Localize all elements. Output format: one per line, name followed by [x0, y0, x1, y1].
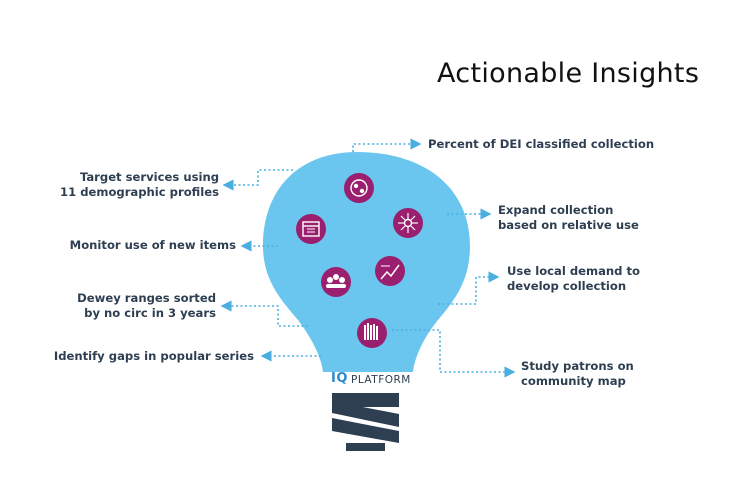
- connector-demand: [438, 271, 500, 305]
- network-icon: [393, 208, 423, 238]
- books-icon: [357, 318, 387, 348]
- globe-people-icon: [344, 173, 374, 203]
- connector-target: [222, 169, 293, 191]
- connector-dewey: [220, 300, 308, 327]
- trend-chart-icon: [375, 256, 405, 286]
- group-icon: [321, 267, 351, 297]
- insight-dei-percent: Percent of DEI classified collection: [428, 137, 655, 151]
- connector-dei: [352, 138, 422, 152]
- page-title: Actionable Insights: [437, 58, 700, 89]
- insight-monitor-new-items: Monitor use of new items: [69, 238, 236, 252]
- logo-platform: PLATFORM: [351, 374, 411, 386]
- calendar-icon: [296, 214, 326, 244]
- connector-patrons: [392, 329, 516, 378]
- bulb-shape: [263, 152, 470, 372]
- logo-iq: IQ: [331, 371, 348, 386]
- insight-gaps-popular-series: Identify gaps in popular series: [53, 349, 254, 363]
- bulb-base: [332, 393, 399, 451]
